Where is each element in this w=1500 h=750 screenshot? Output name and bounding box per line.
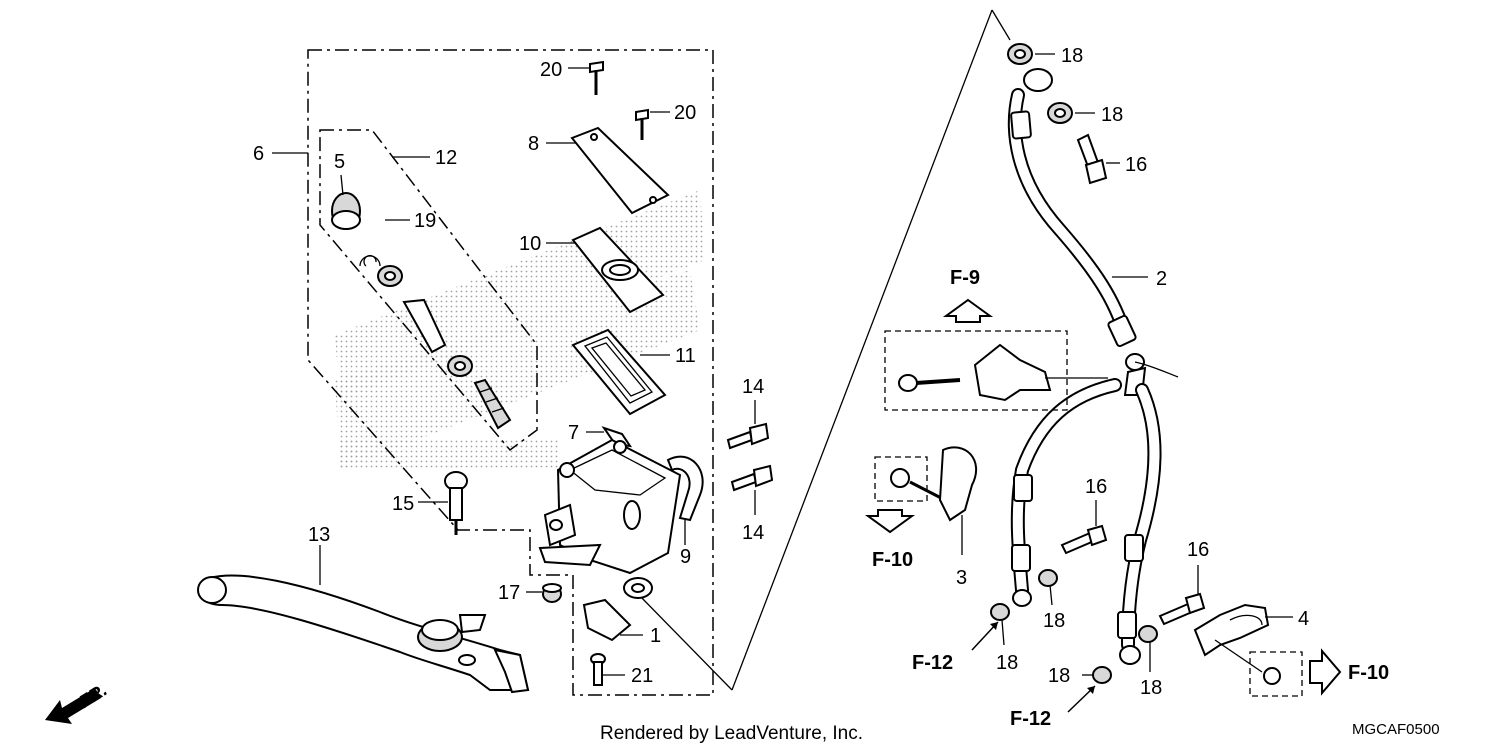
ref-f10-left: F-10 [872,549,913,571]
pivot-bolt-15 [418,471,468,535]
callout-8: 8 [528,133,539,155]
callout-7: 7 [568,422,579,444]
screw-20a [568,60,604,95]
bolt-16c [1158,565,1206,626]
washer-18a [1007,43,1055,65]
callout-18d: 18 [996,652,1018,674]
callout-12: 12 [435,147,457,169]
arrow-right-icon [1309,648,1342,696]
arrow-f12-left [971,621,999,651]
arrow-down-icon [864,509,916,534]
render-credit: Rendered by LeadVenture, Inc. [600,723,863,744]
hose-junction [1123,353,1179,396]
screw-21 [590,653,625,686]
group-box-12 [319,129,538,452]
brake-hose-2 [1007,68,1148,348]
callout-18e: 18 [1140,677,1162,699]
diaphragm-plate-10 [546,226,665,314]
callout-9: 9 [680,546,691,568]
callout-16c: 16 [1187,539,1209,561]
callout-11: 11 [675,345,696,367]
bolt-16b [1060,500,1108,555]
diagram-code: MGCAF0500 [1352,721,1440,738]
ref-f12-bottom: F-12 [1010,708,1051,730]
callout-16a: 16 [1125,154,1147,176]
callout-18a: 18 [1061,45,1083,67]
ref-f10-right: F-10 [1348,662,1389,684]
callout-4: 4 [1298,608,1309,630]
watermark-pattern [335,190,705,470]
callout-18c: 18 [1043,610,1065,632]
f10-detail-box-right [1249,651,1303,697]
callout-14a: 14 [742,376,764,398]
arrow-f12-bottom [1067,685,1096,713]
group-box-6 [307,49,714,696]
diaphragm-11 [571,328,670,416]
bolt-14a [726,400,770,450]
bolt-14b [730,464,774,515]
arrow-up-icon [942,298,994,323]
washer-18f [1082,666,1112,684]
ref-f12-left: F-12 [912,652,953,674]
reservoir-cover-8 [546,126,670,215]
washer-18c [1038,569,1058,606]
callout-6: 6 [253,143,264,165]
callout-20b: 20 [674,102,696,124]
callout-18f: 18 [1048,665,1070,687]
bracket-3 [890,446,978,555]
ref-f9: F-9 [950,267,980,289]
washer-18b [1047,102,1095,124]
f9-detail-box [884,330,1068,411]
master-cylinder-body [538,438,682,599]
piston-kit-parts [331,192,512,430]
washer-18d [990,603,1010,646]
brake-hose-lower-right [1117,383,1162,665]
hose-clamp-f9 [898,343,1108,402]
washer-18e [1138,625,1158,672]
screw-20b [635,108,670,140]
brake-switch-1 [582,598,643,642]
f10-detail-box-left [874,456,928,502]
nut-17 [526,583,562,603]
leader-line-bottom [636,592,733,691]
callout-13: 13 [308,524,330,546]
callout-18b: 18 [1101,104,1123,126]
callout-19: 19 [414,210,436,232]
callout-10: 10 [519,233,541,255]
callout-5: 5 [334,151,345,173]
brake-lever-13 [197,545,530,694]
callout-16b: 16 [1085,476,1107,498]
brake-hose-lower-left [1010,378,1122,607]
front-arrow-icon [45,688,101,724]
screw-in-f10-right [1263,667,1281,685]
callout-15: 15 [392,493,414,515]
leader-line-top [991,9,1011,41]
callout-2: 2 [1156,268,1167,290]
holder-9 [666,455,704,545]
callout-17: 17 [498,582,520,604]
callout-21: 21 [631,665,653,687]
callout-20a: 20 [540,59,562,81]
callout-14b: 14 [742,522,764,544]
hose-clamp-4 [1193,603,1293,673]
bolt-16a [1076,133,1120,185]
callout-1: 1 [650,625,661,647]
leader-line-right [731,9,993,691]
callout-3: 3 [956,567,967,589]
